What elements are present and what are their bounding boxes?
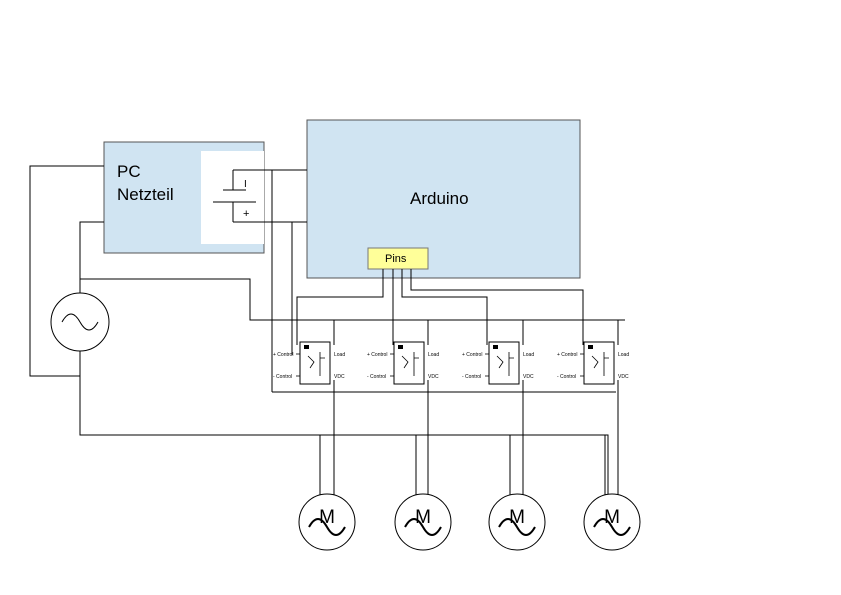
motor-sine-icon	[308, 518, 346, 536]
relay-load-label: Load	[428, 352, 439, 358]
relay-control-neg-label: - Control	[367, 374, 386, 380]
relay-vdc-label: VDC	[618, 374, 629, 380]
battery-icon: I +	[201, 151, 264, 244]
motor-sine-icon	[404, 518, 442, 536]
relay-vdc-label: VDC	[428, 374, 439, 380]
ac-wiring	[29, 165, 625, 495]
relay-load-label: Load	[618, 352, 629, 358]
relay-vdc-label: VDC	[523, 374, 534, 380]
psu-label-line2: Netzteil	[117, 185, 174, 204]
supply-wiring	[233, 169, 616, 393]
motor-label: M	[509, 507, 525, 528]
relay-control-pos-label: + Control	[557, 352, 577, 358]
motor-icon: M	[298, 435, 356, 551]
relay-vdc-label: VDC	[334, 374, 345, 380]
arduino-label: Arduino	[410, 189, 469, 208]
motor-label: M	[604, 507, 620, 528]
relay-load-label: Load	[334, 352, 345, 358]
motor-sine-icon	[593, 518, 631, 536]
relay-load-label: Load	[523, 352, 534, 358]
motor-sine-icon	[498, 518, 536, 536]
motor-icon: M	[488, 435, 546, 551]
arduino-pins-label: Pins	[385, 253, 407, 265]
relay-control-neg-label: - Control	[462, 374, 481, 380]
relay-control-pos-label: + Control	[367, 352, 387, 358]
battery-plus-label: +	[243, 208, 249, 220]
battery-minus-label: I	[244, 179, 247, 190]
relay-control-neg-label: - Control	[273, 374, 292, 380]
pin-wiring	[296, 269, 584, 345]
sine-wave-icon	[61, 313, 99, 331]
arduino-block	[306, 119, 581, 279]
arduino-pins-block	[367, 247, 429, 270]
motor-icon: M	[394, 435, 452, 551]
relay-control-neg-label: - Control	[557, 374, 576, 380]
psu-label-line1: PC	[117, 162, 141, 181]
relay-control-pos-label: + Control	[462, 352, 482, 358]
motor-label: M	[319, 507, 335, 528]
motor-label: M	[415, 507, 431, 528]
motor-icon: M	[583, 435, 641, 551]
relay-control-pos-label: + Control	[273, 352, 293, 358]
ac-source	[50, 292, 110, 352]
